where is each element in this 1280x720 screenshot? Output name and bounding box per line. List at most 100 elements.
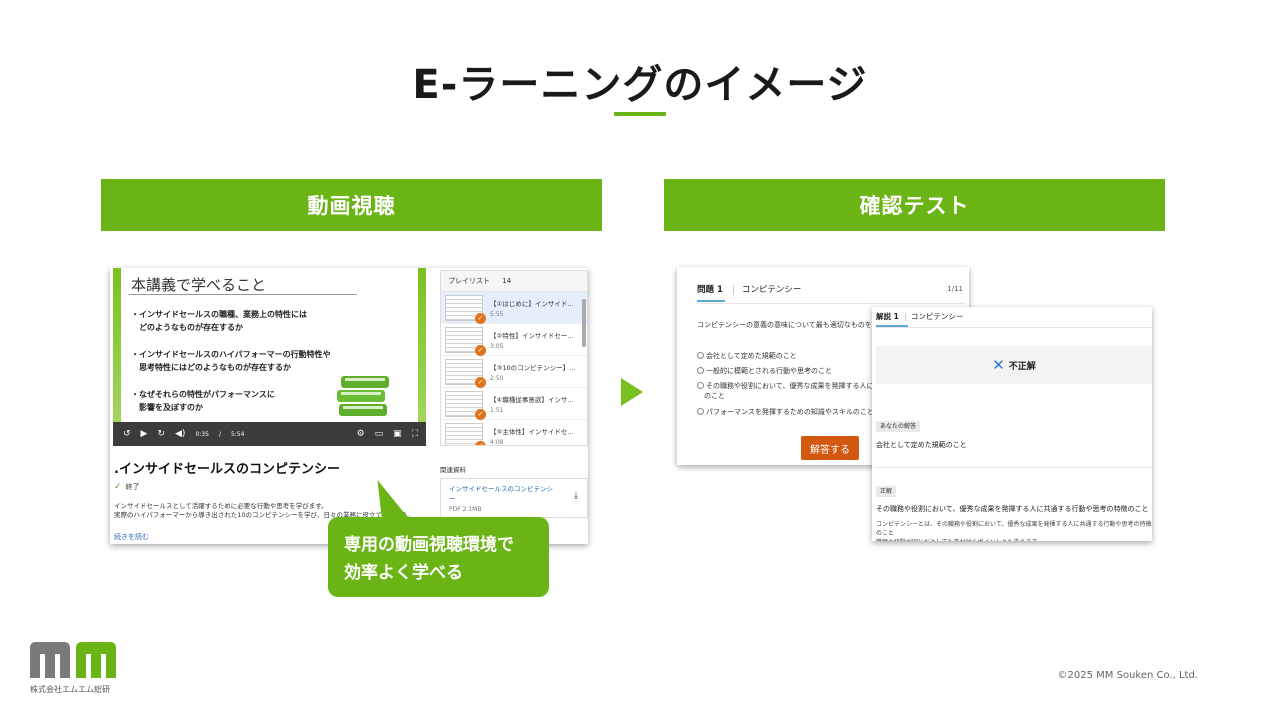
course-description: インサイドセールスとして活躍するために必要な行動や思考を学びます。 実際のハイパ… [114,502,414,519]
playlist-item-duration: 3:05 [490,342,504,350]
resources-label: 関連資料 [440,466,466,474]
correct-answer-tag: 正解 [876,486,897,497]
your-answer-tag: あなたの解答 [876,421,921,432]
option-label: 一般的に模範とされる行動や思考のこと [706,367,832,375]
company-logo [30,642,116,678]
explanation-text: コンピテンシーとは、その職務や役割において、優秀な成果を発揮する人に共通する行動… [876,521,1152,541]
playlist-item-name: 【③10のコンピテンシー】… [490,363,576,372]
video-player[interactable]: 本講義で学べること ・インサイドセールスの職種、業務上の特性には どのようなもの… [113,268,426,446]
question-topic: コンピテンシー [741,285,802,295]
answer-option[interactable]: 一般的に模範とされる行動や思考のこと [697,366,832,376]
playlist-item-name: 【⑤主体性】インサイドセ… [490,427,574,436]
result-text: 不正解 [1008,361,1036,372]
playlist-item-duration: 5:55 [490,310,504,318]
status-label: 終了 [125,483,140,491]
playlist-panel: プレイリスト 14 ✓ 【①はじめに】インサイド… 5:55 ✓ 【②特性】イン… [440,270,588,446]
resource-link[interactable]: インサイドセールスのコンピテンシー [449,485,553,503]
completion-status: ✓終了 [114,482,140,492]
section-divider [876,467,1152,468]
check-icon: ✓ [475,312,486,324]
radio-icon[interactable] [697,408,704,415]
slide-right-accent [418,268,426,446]
correct-answer-value: その職務や役割において、優秀な成果を発揮する人に共通する行動や思考の特徴のこと [876,505,1149,513]
video-thumbnail: ✓ [445,422,486,445]
explanation-header: 解説 1 コンピテンシー [876,311,963,322]
playlist-item[interactable]: ✓ 【⑤主体性】インサイドセ… 4:08 [441,420,587,446]
your-answer-value: 会社として定めた規範のこと [876,441,967,449]
callout-line: 効率よく学べる [344,563,463,583]
result-banner: ✕不正解 [876,346,1152,384]
forward-icon[interactable]: ↻ [157,429,166,439]
playlist-item[interactable]: ✓ 【②特性】インサイドセー… 3:05 [441,324,587,356]
answer-option[interactable]: 会社として定めた規範のこと [697,351,797,361]
read-more-link[interactable]: 続きを読む [114,533,149,541]
settings-gear-icon[interactable]: ⚙ [356,429,365,439]
answer-option[interactable]: その職務や役割において、優秀な成果を発揮する人に のこと [697,381,873,401]
option-label: 会社として定めた規範のこと [706,352,797,360]
company-name: 株式会社エムエム総研 [30,685,110,694]
question-label: 問題 1 [697,285,723,295]
answer-option[interactable]: パフォーマンスを発揮するための知識やスキルのこと [697,407,874,417]
explanation-label: 解説 1 [876,312,899,321]
question-text: コンピテンシーの意義の意味について最も適切なものを [697,321,872,329]
rewind-icon[interactable]: ↺ [123,429,131,439]
playlist-item[interactable]: ✓ 【③10のコンピテンシー】… 2:50 [441,356,587,388]
active-tab-underline [697,300,725,302]
video-thumbnail: ✓ [445,326,486,356]
pip-icon[interactable]: ▭ [374,429,384,439]
active-tab-underline [876,325,908,327]
slide-bullet: ・なぜそれらの特性がパフォーマンスに 影響を及ぼすのか [131,390,275,412]
time-current: 0:35 [195,430,209,438]
playlist-item-duration: 4:08 [490,438,504,446]
time-total: 5:54 [230,430,245,438]
fullscreen-icon[interactable]: ⛶ [411,429,418,439]
radio-icon[interactable] [697,367,704,374]
play-icon[interactable]: ▶ [140,429,148,439]
playlist-item-name: 【②特性】インサイドセー… [490,331,574,340]
radio-icon[interactable] [697,352,704,359]
playlist-header: プレイリスト 14 [441,271,587,292]
video-thumbnail: ✓ [445,294,486,324]
incorrect-x-icon: ✕ [992,356,1005,374]
playlist-title: プレイリスト [448,277,490,285]
check-icon: ✓ [475,376,486,388]
playlist-item-name: 【①はじめに】インサイド… [490,299,574,308]
question-header: 問題 1 コンピテンシー [697,283,801,295]
checkmark-icon: ✓ [114,482,122,492]
check-icon: ✓ [475,408,486,420]
radio-icon[interactable] [697,382,704,389]
playlist-item[interactable]: ✓ 【④職種従事意欲】インサ… 1:51 [441,388,587,420]
slide-title-rule [129,294,357,295]
playlist-count: 14 [502,277,512,285]
page-title: E-ラーニングのイメージ [412,62,868,108]
answer-screenshot: 解説 1 コンピテンシー ✕不正解 あなたの解答 会社として定めた規範のこと 正解… [872,307,1152,541]
question-counter: 1/11 [947,285,963,293]
option-label: その職務や役割において、優秀な成果を発揮する人に のこと [703,382,874,400]
player-controls: ↺ ▶ ↻ ◀) 0:35 / 5:54 ⚙ ▭ ▣ ⛶ [113,422,426,446]
download-icon[interactable]: ⤓ [574,491,578,501]
callout-line: 専用の動画視聴環境で [344,535,514,555]
video-section-header: 動画視聴 [101,179,602,231]
volume-icon[interactable]: ◀) [175,429,186,439]
submit-answer-button[interactable]: 解答する [801,436,859,460]
slide-title: 本講義で学べること [131,276,267,294]
playlist-item-duration: 2:50 [490,374,504,382]
resource-card[interactable]: インサイドセールスのコンピテンシー PDF 2.1MB ⤓ [440,478,588,518]
resource-size: PDF 2.1MB [449,506,482,513]
video-thumbnail: ✓ [445,358,486,388]
header-divider [697,303,965,304]
slide-bullet: ・インサイドセールスの職種、業務上の特性には どのようなものが存在するか [131,310,307,332]
copyright: ©2025 MM Souken Co., Ltd. [1057,670,1198,681]
slide-left-accent [113,268,121,446]
playlist-item-duration: 1:51 [490,406,504,414]
playlist-scrollbar[interactable] [582,299,586,347]
video-screenshot: 本講義で学べること ・インサイドセールスの職種、業務上の特性には どのようなもの… [110,268,588,544]
time-separator: / [218,430,221,438]
explanation-topic: コンピテンシー [910,312,964,321]
callout-bubble: 専用の動画視聴環境で 効率よく学べる [328,517,549,597]
theater-icon[interactable]: ▣ [393,429,402,439]
header-divider [876,327,1152,328]
option-label: パフォーマンスを発揮するための知識やスキルのこと [706,408,874,416]
playlist-item[interactable]: ✓ 【①はじめに】インサイド… 5:55 [441,292,587,324]
arrow-right-icon [621,378,643,406]
